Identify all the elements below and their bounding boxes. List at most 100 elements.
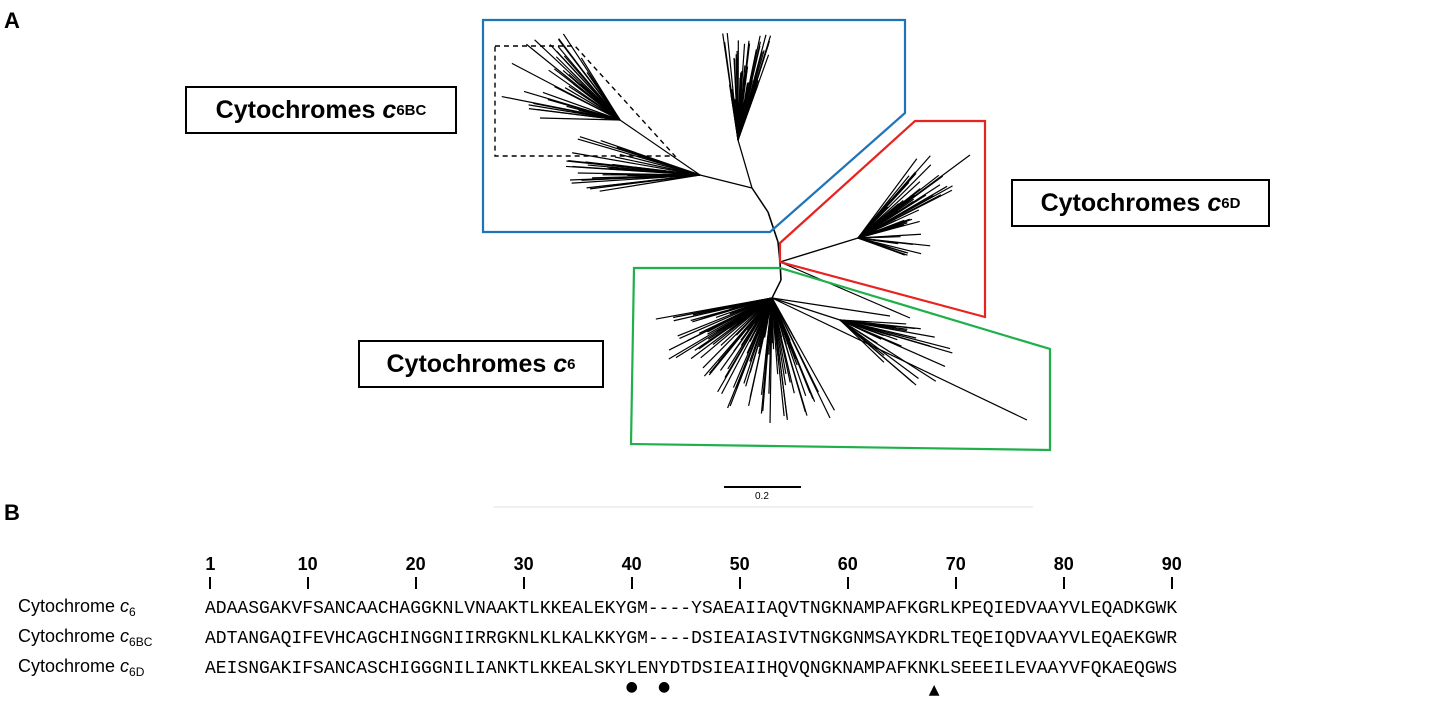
ruler-number-80: 80 <box>1053 554 1074 574</box>
clade-outline-c6d <box>778 119 987 319</box>
tree-branch <box>542 91 621 121</box>
ruler-tick-40 <box>630 577 633 589</box>
tree-branch <box>839 319 878 344</box>
tree-branch <box>555 56 621 121</box>
tree-branch <box>566 160 701 176</box>
subclade-dashed-outline <box>494 45 677 157</box>
clade-outline-c6 <box>629 266 1052 452</box>
scale-bar-label: 0.2 <box>755 491 769 502</box>
tree-branch <box>749 297 773 373</box>
tree-branch <box>779 237 859 263</box>
row-label-c6bc-prefix: Cytochrome <box>18 626 116 646</box>
tree-branch <box>771 297 787 375</box>
tree-branch <box>737 77 745 141</box>
tree-branch <box>767 211 779 243</box>
tree-branch <box>857 195 934 239</box>
tree-branch <box>729 297 773 407</box>
tree-branch <box>501 95 621 121</box>
dot-marker-40: ● <box>625 679 638 695</box>
tree-branch <box>526 43 621 121</box>
tree-branch <box>698 297 773 350</box>
tree-branch <box>771 297 795 394</box>
clade-label-c6bc-sub: 6BC <box>396 101 427 119</box>
tree-branch <box>679 297 773 339</box>
row-label-c6-sub: 6 <box>129 605 136 619</box>
tree-branch <box>771 297 806 413</box>
tree-branch <box>737 139 753 189</box>
row-label-c6-prefix: Cytochrome <box>18 596 116 616</box>
tree-branch <box>857 237 908 256</box>
clade-label-c6bc-c: c <box>382 95 397 124</box>
tree-branch <box>839 319 907 325</box>
tree-branch <box>702 297 773 369</box>
ruler-tick-20 <box>414 577 417 589</box>
tree-branch <box>857 237 913 246</box>
tree-branch <box>737 54 770 141</box>
tree-branch <box>699 174 753 189</box>
triangle-marker-68: ▲ <box>928 682 940 698</box>
alignment-sequence-c6: ADAASGAKVFSANCAACHAGGKNLVNAAKTLKKEALEKYG… <box>205 599 1178 619</box>
tree-branch <box>857 158 918 239</box>
tree-branch <box>771 297 831 419</box>
tree-branch <box>857 181 921 239</box>
ruler-tick-50 <box>738 577 741 589</box>
alignment-sequence-c6bc: ADTANGAQIFEVHCAGCHINGGNIIRRGKNLKLKALKKYG… <box>205 629 1178 649</box>
row-label-c6-c: c <box>120 596 130 616</box>
tree-branch <box>779 261 911 319</box>
tree-branch <box>839 319 908 330</box>
tree-branch <box>731 297 773 310</box>
tree-branch <box>771 297 811 394</box>
tree-branch <box>857 175 910 239</box>
ruler-tick-1 <box>209 577 212 589</box>
tree-branch <box>619 119 701 176</box>
clade-label-c6d-c: c <box>1207 188 1222 217</box>
tree-branch <box>839 319 946 368</box>
tree-branch <box>779 261 782 281</box>
ruler-number-20: 20 <box>405 554 426 574</box>
clade-label-c6d-prefix: Cytochromes <box>1040 188 1201 217</box>
ruler-tick-70 <box>954 577 957 589</box>
tree-branch <box>717 297 773 393</box>
row-label-c6d-prefix: Cytochrome <box>18 656 116 676</box>
tree-branch <box>839 319 891 337</box>
tree-branch <box>720 297 773 346</box>
clade-label-c6d-sub: 6D <box>1221 194 1241 212</box>
tree-branch <box>712 297 773 345</box>
ruler-number-60: 60 <box>837 554 858 574</box>
tree-branch <box>616 146 701 176</box>
tree-branch <box>719 297 773 371</box>
tree-branch <box>528 108 621 121</box>
tree-branch <box>511 62 621 121</box>
tree-branch <box>556 50 621 121</box>
ruler-number-50: 50 <box>729 554 750 574</box>
tree-branch <box>751 187 769 213</box>
ruler-tick-80 <box>1062 577 1065 589</box>
ruler-tick-60 <box>846 577 849 589</box>
panel-label-b: B <box>4 500 20 525</box>
tree-branch <box>586 174 701 189</box>
ruler-number-1: 1 <box>205 554 216 574</box>
tree-branch <box>771 279 782 299</box>
tree-branch <box>599 174 701 192</box>
panel-label-a: A <box>4 8 20 33</box>
tree-branch <box>709 297 773 374</box>
tree-branch <box>857 206 889 239</box>
phylogenetic-tree <box>481 18 1052 508</box>
tree-branch <box>539 117 621 121</box>
ruler-tick-90 <box>1170 577 1173 589</box>
row-label-c6d-c: c <box>120 656 130 676</box>
tree-branch <box>839 319 917 339</box>
tree-branch <box>771 297 841 321</box>
tree-branch <box>839 319 917 386</box>
clade-label-c6-c: c <box>553 349 568 378</box>
ruler-number-90: 90 <box>1161 554 1182 574</box>
tree-branch <box>771 297 1028 421</box>
tree-branch <box>857 154 971 239</box>
tree-branch <box>528 104 621 121</box>
alignment-sequence-c6d: AEISNGAKIFSANCASCHIGGGNILIANKTLKKEALSKYL… <box>205 659 1178 679</box>
